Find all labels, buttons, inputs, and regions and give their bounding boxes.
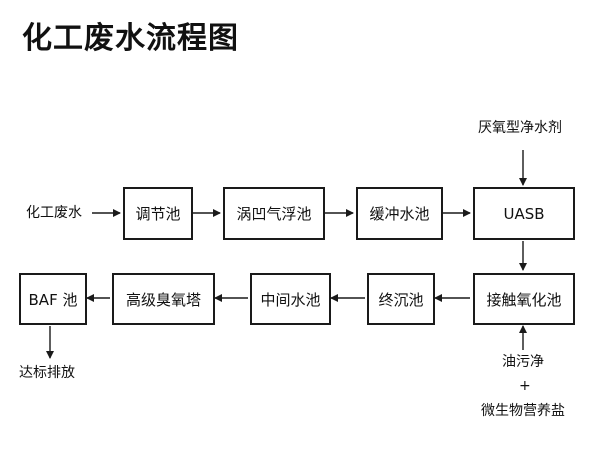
- anaerobic-agent-label: 厌氧型净水剂: [478, 120, 562, 136]
- page-title: 化工废水流程图: [22, 21, 239, 56]
- discharge-label: 达标排放: [19, 365, 75, 381]
- baf-node: BAF 池: [19, 273, 87, 325]
- raw-water-label: 化工废水: [26, 205, 82, 221]
- intermediate-tank-node: 中间水池: [250, 273, 331, 325]
- vortex-air-flotation-node: 涡凹气浮池: [223, 187, 325, 240]
- additive-line1-label: 油污净: [502, 354, 544, 370]
- buffer-tank-node: 缓冲水池: [356, 187, 443, 240]
- final-settling-node: 终沉池: [367, 273, 435, 325]
- additive-plus-label: +: [519, 378, 531, 394]
- uasb-node: UASB: [473, 187, 575, 240]
- additive-line2-label: 微生物营养盐: [481, 403, 565, 419]
- ozone-tower-node: 高级臭氧塔: [112, 273, 215, 325]
- regulating-tank-node: 调节池: [123, 187, 193, 240]
- contact-oxidation-node: 接触氧化池: [473, 273, 575, 325]
